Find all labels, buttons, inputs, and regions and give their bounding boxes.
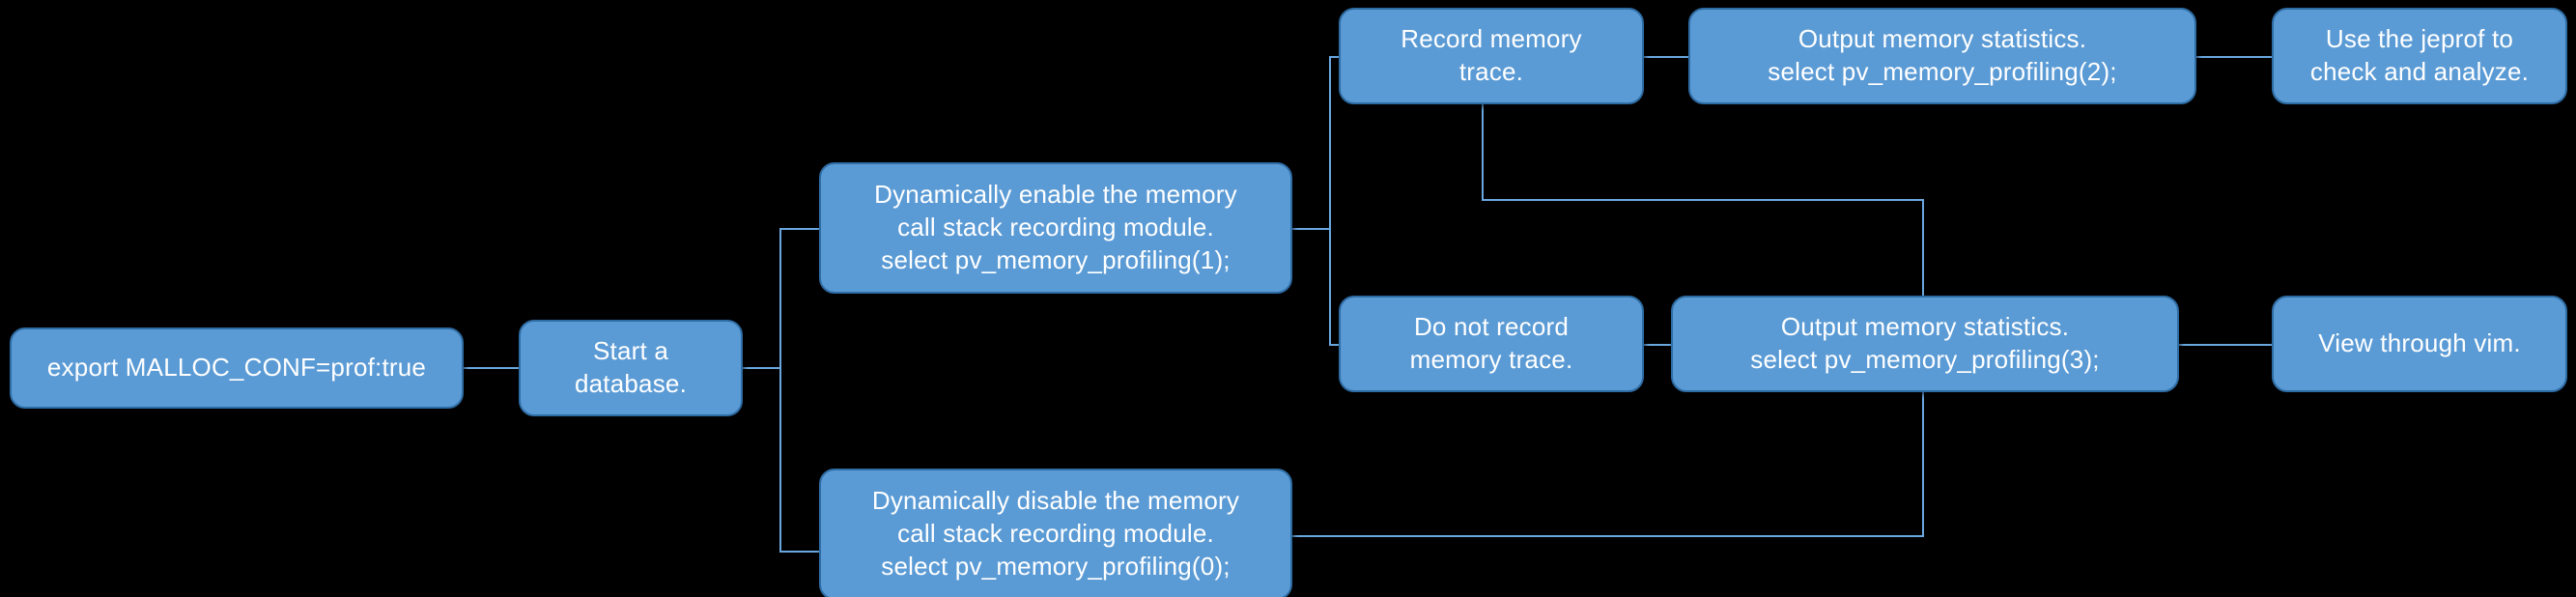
node-export-malloc-conf[interactable]: export MALLOC_CONF=prof:true — [10, 327, 464, 409]
node-label-line: Use the jeprof to — [2325, 24, 2514, 54]
node-view-through-vim[interactable]: View through vim. — [2272, 296, 2567, 392]
node-label-line: call stack recording module. — [897, 519, 1214, 549]
connector-start-split-trunk — [779, 228, 781, 553]
connector-donotrecord-to-output3 — [1644, 344, 1673, 346]
node-label-line: select pv_memory_profiling(1); — [881, 244, 1231, 274]
node-label-line: call stack recording module. — [897, 213, 1214, 242]
connector-enable-split-trunk — [1329, 56, 1331, 346]
node-do-not-record-memory-trace[interactable]: Do not record memory trace. — [1339, 296, 1644, 392]
node-label: Output memory statistics. select pv_memor… — [1686, 311, 2164, 377]
node-label: Use the jeprof to check and analyze. — [2287, 23, 2552, 89]
node-label-line: Start a — [593, 336, 668, 366]
connector-enable-split-trunk — [1329, 344, 1341, 346]
connector-record-down-to-output3-top — [1922, 199, 1924, 298]
node-label-line: memory trace. — [1409, 345, 1573, 374]
node-label-line: Dynamically disable the memory — [871, 486, 1240, 516]
node-label-line: select pv_memory_profiling(2); — [1768, 57, 2117, 86]
node-label-line: Record memory — [1401, 24, 1582, 54]
node-label-line: select pv_memory_profiling(0); — [881, 551, 1231, 581]
connector-enable-split-trunk — [1329, 56, 1341, 58]
node-label: Do not record memory trace. — [1354, 311, 1628, 377]
connector-record-to-output2 — [1644, 56, 1690, 58]
node-output-memory-statistics-2[interactable]: Output memory statistics. select pv_memor… — [1688, 8, 2196, 104]
connector-export-to-start — [464, 367, 519, 369]
node-label: Output memory statistics. select pv_memor… — [1704, 23, 2181, 89]
connector-enable-split-trunk — [1292, 228, 1331, 230]
node-label: Dynamically enable the memory call stack … — [835, 179, 1277, 276]
node-label: Start a database. — [534, 335, 727, 401]
node-label-line: select pv_memory_profiling(3); — [1750, 345, 2100, 374]
node-label-line: Output memory statistics. — [1798, 24, 2087, 54]
node-label: Record memory trace. — [1354, 23, 1628, 89]
node-label-line: check and analyze. — [2309, 57, 2530, 86]
connector-disable-to-output3-bottom — [1292, 535, 1924, 537]
connector-output3-to-vim — [2179, 344, 2274, 346]
node-start-database[interactable]: Start a database. — [519, 320, 743, 416]
node-label-line: database. — [574, 369, 687, 398]
node-label-line: View through vim. — [2318, 328, 2521, 358]
connector-disable-to-output3-bottom — [1922, 392, 1924, 537]
connector-output2-to-jeprof — [2196, 56, 2274, 58]
node-label-line: Output memory statistics. — [1780, 312, 2070, 342]
node-label: View through vim. — [2287, 327, 2552, 360]
connector-start-split-trunk — [743, 367, 781, 369]
node-use-jeprof[interactable]: Use the jeprof to check and analyze. — [2272, 8, 2567, 104]
node-output-memory-statistics-3[interactable]: Output memory statistics. select pv_memor… — [1671, 296, 2179, 392]
node-record-memory-trace[interactable]: Record memory trace. — [1339, 8, 1644, 104]
connector-start-split-trunk — [779, 551, 821, 553]
connector-record-down-to-output3-top — [1482, 199, 1924, 201]
node-label-line: Do not record — [1413, 312, 1570, 342]
node-label-line: export MALLOC_CONF=prof:true — [46, 353, 427, 383]
connector-start-split-trunk — [779, 228, 821, 230]
node-label-line: Dynamically enable the memory — [874, 180, 1237, 210]
node-label-line: trace. — [1458, 57, 1524, 86]
node-label: export MALLOC_CONF=prof:true — [25, 352, 448, 384]
connector-record-down-to-output3-top — [1482, 104, 1484, 201]
node-enable-memory-call-stack[interactable]: Dynamically enable the memory call stack … — [819, 162, 1292, 294]
